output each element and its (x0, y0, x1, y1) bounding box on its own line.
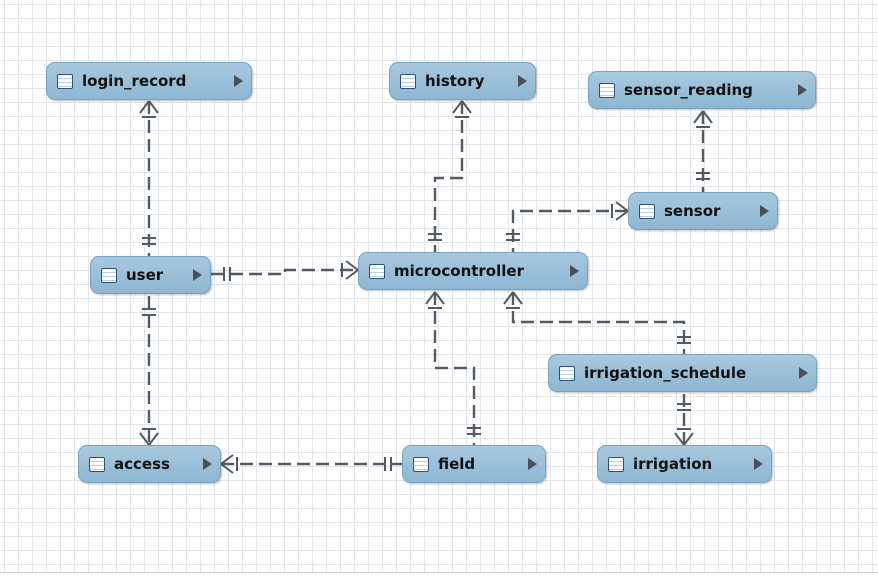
expand-arrow-icon[interactable] (528, 458, 537, 470)
rel-irrigation-schedule-microcontroller[interactable] (503, 291, 691, 356)
table-irrigation-schedule[interactable]: irrigation_schedule (548, 354, 817, 392)
table-icon (57, 73, 73, 89)
table-field[interactable]: field (402, 445, 546, 483)
rel-sensor-sensor-reading[interactable] (693, 110, 713, 192)
table-icon (559, 365, 575, 381)
table-icon (639, 203, 655, 219)
expand-arrow-icon[interactable] (193, 269, 202, 281)
table-irrigation[interactable]: irrigation (597, 445, 772, 483)
table-label: microcontroller (394, 262, 524, 280)
rel-irrigation-schedule-irrigation[interactable] (674, 394, 694, 446)
rel-user-access[interactable] (139, 296, 159, 446)
rel-access-field[interactable] (220, 454, 402, 474)
expand-arrow-icon[interactable] (798, 84, 807, 96)
expand-arrow-icon[interactable] (203, 458, 212, 470)
rel-user-microcontroller[interactable] (211, 260, 359, 281)
expand-arrow-icon[interactable] (234, 75, 243, 87)
table-label: irrigation_schedule (584, 364, 747, 382)
table-label: user (126, 266, 164, 284)
table-label: history (425, 72, 485, 90)
table-icon (89, 456, 105, 472)
table-sensor[interactable]: sensor (628, 192, 778, 230)
table-label: access (114, 455, 170, 473)
expand-arrow-icon[interactable] (570, 265, 579, 277)
table-sensor-reading[interactable]: sensor_reading (588, 71, 816, 109)
table-icon (608, 456, 624, 472)
table-microcontroller[interactable]: microcontroller (358, 252, 588, 290)
table-icon (101, 267, 117, 283)
table-label: sensor_reading (624, 81, 753, 99)
rel-microcontroller-sensor[interactable] (506, 201, 629, 252)
table-label: field (438, 455, 476, 473)
rel-user-login-record[interactable] (139, 100, 159, 256)
table-label: login_record (82, 72, 187, 90)
expand-arrow-icon[interactable] (518, 75, 527, 87)
expand-arrow-icon[interactable] (760, 205, 769, 217)
table-label: irrigation (633, 455, 713, 473)
table-user[interactable]: user (90, 256, 211, 294)
table-icon (413, 456, 429, 472)
expand-arrow-icon[interactable] (799, 367, 808, 379)
table-login-record[interactable]: login_record (46, 62, 252, 100)
canvas-bottom-edge (0, 572, 878, 586)
rel-field-microcontroller[interactable] (425, 291, 481, 445)
expand-arrow-icon[interactable] (754, 458, 763, 470)
table-icon (599, 82, 615, 98)
table-label: sensor (664, 202, 721, 220)
table-icon (369, 263, 385, 279)
rel-microcontroller-history[interactable] (428, 100, 472, 252)
table-history[interactable]: history (389, 62, 536, 100)
table-access[interactable]: access (78, 445, 221, 483)
table-icon (400, 73, 416, 89)
